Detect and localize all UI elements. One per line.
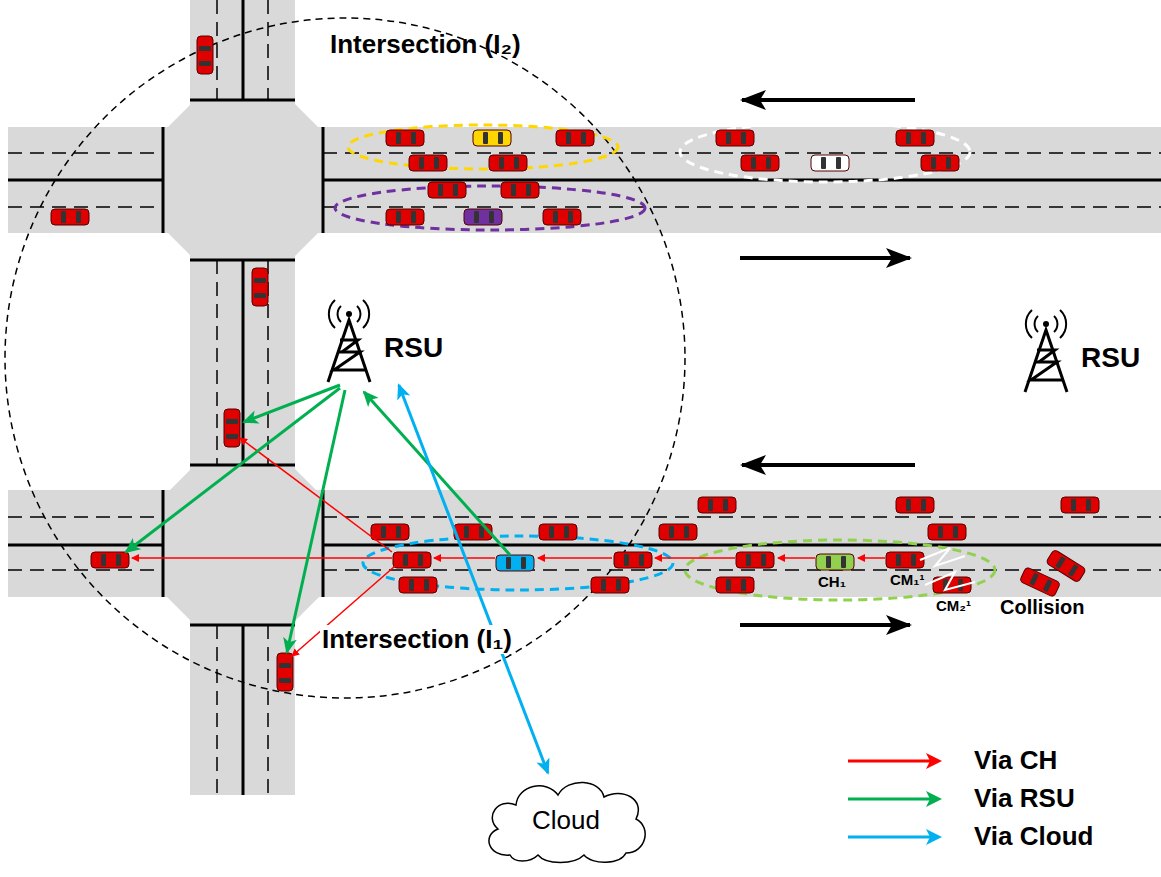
- vehicle: [371, 524, 409, 540]
- vehicle: [928, 524, 966, 540]
- vehicle: [224, 409, 240, 447]
- vehicle: [91, 552, 129, 568]
- legend-row: Via Cloud: [846, 821, 1093, 852]
- vehicle: [496, 555, 534, 571]
- cloud-label: Cloud: [532, 805, 600, 836]
- collision-sparks: [920, 548, 975, 590]
- vehicle: [921, 155, 959, 171]
- rsu-label: RSU: [1081, 342, 1140, 374]
- vehicle: [543, 209, 581, 225]
- vehicle: [1019, 567, 1060, 598]
- roads: [8, 0, 1161, 795]
- coverage-circle: [5, 18, 685, 698]
- vehicle: [252, 268, 268, 306]
- legend-sample: [846, 784, 946, 814]
- label-text: Collision: [1000, 596, 1084, 618]
- cluster-ellipses: [335, 122, 995, 600]
- vehicle: [386, 209, 424, 225]
- vehicle: [464, 209, 502, 225]
- vehicle: [591, 577, 629, 593]
- via-rsu-arrows: [126, 385, 510, 652]
- via-ch-arrows: [132, 438, 885, 656]
- rsu-node: RSU: [1015, 300, 1140, 395]
- vehicle: [716, 577, 754, 593]
- vehicle: [896, 130, 934, 146]
- label-text: CM₂¹: [936, 598, 971, 615]
- legend-row: Via RSU: [846, 783, 1075, 814]
- rsu-tower-icon: [318, 290, 380, 385]
- label-text: Intersection (I₂): [330, 30, 521, 59]
- vehicle: [1061, 497, 1099, 513]
- vehicle: [197, 36, 213, 74]
- vehicle: [399, 577, 437, 593]
- vehicle: [811, 155, 849, 171]
- vehicle: [886, 552, 924, 568]
- vehicle: [816, 554, 854, 570]
- vehicle: [393, 552, 431, 568]
- rsu-label: RSU: [384, 332, 443, 364]
- via-cloud-connector: [399, 385, 548, 773]
- legend-text: Via RSU: [974, 783, 1075, 814]
- legend-text: Via Cloud: [974, 821, 1093, 852]
- direction-arrows: [740, 100, 915, 625]
- rsu-node: RSU: [318, 290, 443, 385]
- label-text: Intersection (I₁): [320, 625, 514, 654]
- vehicle: [501, 182, 539, 198]
- vehicle: [489, 155, 527, 171]
- vehicle: [741, 155, 779, 171]
- vehicle: [556, 130, 594, 146]
- vehicle: [539, 524, 577, 540]
- vehicle: [51, 209, 89, 225]
- vehicle: [659, 524, 697, 540]
- vehicles: [51, 36, 1099, 691]
- vehicle: [1046, 549, 1087, 583]
- vehicle: [736, 552, 774, 568]
- vehicle: [428, 182, 466, 198]
- vehicle: [698, 497, 736, 513]
- vehicle: [716, 130, 754, 146]
- vehicle: [386, 130, 424, 146]
- vehicle: [473, 130, 511, 146]
- vehicle: [614, 552, 652, 568]
- legend-text: Via CH: [974, 745, 1057, 776]
- cloud-node: Cloud: [480, 773, 652, 867]
- vehicle: [277, 653, 293, 691]
- rsu-tower-icon: [1015, 300, 1077, 395]
- legend-row: Via CH: [846, 745, 1057, 776]
- label-text: CH₁: [818, 574, 846, 591]
- vehicle: [409, 155, 447, 171]
- legend-sample: [846, 822, 946, 852]
- legend-sample: [846, 746, 946, 776]
- label-text: CM₁¹: [890, 572, 925, 589]
- vehicle: [896, 497, 934, 513]
